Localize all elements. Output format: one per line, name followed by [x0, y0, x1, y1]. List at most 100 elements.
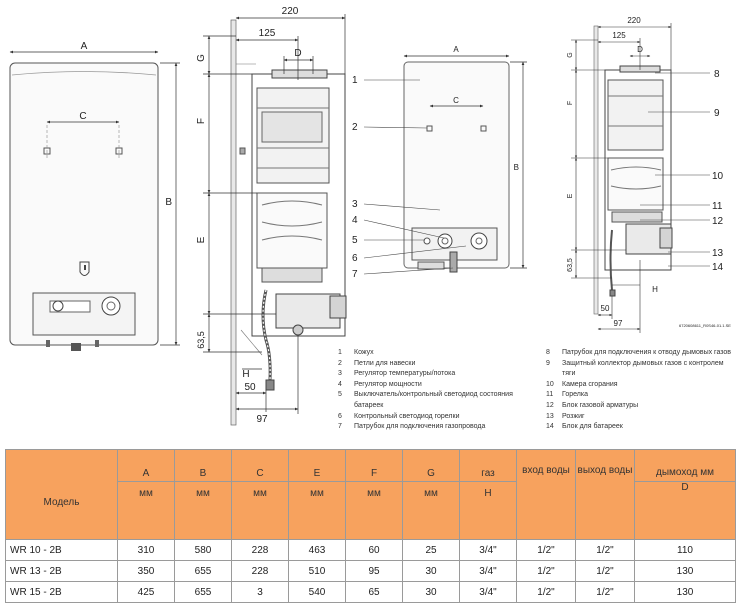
dim-b-small-label: B	[514, 163, 519, 172]
cell: 60	[345, 539, 403, 561]
cell: 1/2"	[516, 539, 576, 561]
front-small-dims	[403, 54, 527, 269]
unit-c: мм	[231, 481, 289, 540]
dim-220-small-label: 220	[627, 16, 641, 25]
dim-e-small-label: E	[567, 193, 574, 198]
cell: 1/2"	[516, 581, 576, 603]
callout-9: 9	[714, 108, 720, 119]
unit-b: мм	[174, 481, 232, 540]
model-cell: WR 15 - 2B	[5, 581, 118, 603]
dim-g-small-label: G	[567, 52, 574, 57]
callout-numbers-left: 1 2 3 4 5 6 7	[352, 75, 358, 280]
cell: 655	[174, 581, 232, 603]
cell: 510	[288, 560, 346, 582]
cell: 30	[402, 581, 460, 603]
table-row: WR 15 - 2B 425 655 3 540 65 30 3/4" 1/2"…	[5, 581, 736, 603]
cell: 3/4"	[459, 581, 517, 603]
dim-635-label: 63,5	[196, 331, 206, 349]
front-view-large	[9, 62, 159, 351]
col-header-gas: газ	[459, 449, 517, 482]
dim-c-small-label: C	[453, 96, 459, 105]
side-section-view-small	[593, 25, 673, 315]
front-view-small	[403, 61, 510, 273]
dim-h-small-label: H	[652, 285, 658, 294]
cell: 25	[402, 539, 460, 561]
table-row: WR 13 - 2B 350 655 228 510 95 30 3/4" 1/…	[5, 560, 736, 582]
unit-a: мм	[117, 481, 175, 540]
dim-e-label: E	[196, 236, 207, 243]
callout-10: 10	[712, 171, 724, 182]
cell: 463	[288, 539, 346, 561]
dim-f-label: F	[196, 118, 207, 124]
dim-b-label: B	[165, 197, 172, 208]
cell: 655	[174, 560, 232, 582]
dim-50-small-label: 50	[601, 304, 610, 313]
cell: 65	[345, 581, 403, 603]
dim-a-label: A	[81, 41, 88, 52]
unit-f: мм	[345, 481, 403, 540]
side-small-dims	[571, 23, 672, 333]
col-header-water-in: вход воды	[516, 449, 576, 540]
callout-8: 8	[714, 69, 720, 80]
callout-11: 11	[712, 201, 723, 212]
model-cell: WR 10 - 2B	[5, 539, 118, 561]
cell: 3/4"	[459, 560, 517, 582]
dim-635-small-label: 63,5	[567, 258, 574, 272]
cell: 3/4"	[459, 539, 517, 561]
callout-4: 4	[352, 215, 358, 226]
cell: 228	[231, 539, 289, 561]
cell: 1/2"	[516, 560, 576, 582]
dim-d-label: D	[294, 48, 301, 59]
cell: 1/2"	[575, 560, 635, 582]
unit-gas: H	[459, 481, 517, 540]
specs-table: Модель A B C E F G газ вход воды выход в…	[5, 449, 736, 603]
side-large-dims	[203, 14, 346, 414]
cell: 3	[231, 581, 289, 603]
cell: 30	[402, 560, 460, 582]
callout-leaders-right	[640, 72, 710, 267]
callout-leaders-left	[363, 79, 467, 275]
dim-f-small-label: F	[567, 101, 574, 105]
cell: 540	[288, 581, 346, 603]
model-header: Модель	[5, 449, 118, 540]
cell: 130	[634, 560, 736, 582]
cell: 130	[634, 581, 736, 603]
col-header-f: F	[345, 449, 403, 482]
dim-d-small-label: D	[637, 45, 643, 54]
side-section-view-large	[230, 19, 347, 426]
unit-flue: D	[634, 481, 736, 540]
col-header-g: G	[402, 449, 460, 482]
unit-g: мм	[402, 481, 460, 540]
callout-3: 3	[352, 199, 358, 210]
dim-h-label: H	[242, 369, 249, 380]
dim-g-label: G	[196, 54, 207, 62]
unit-e: мм	[288, 481, 346, 540]
table-subheader-row: мм мм мм мм мм мм H D	[6, 481, 736, 540]
technical-drawing: A C B	[9, 6, 731, 426]
drawing-code: 6720608611_R0S46-01.1.SE	[679, 323, 731, 328]
model-cell: WR 13 - 2B	[5, 560, 118, 582]
callout-14: 14	[712, 262, 724, 273]
cell: 1/2"	[575, 581, 635, 603]
callout-numbers-right: 8 9 10 11 12 13 14	[712, 69, 724, 273]
col-header-e: E	[288, 449, 346, 482]
table-header-row: Модель A B C E F G газ вход воды выход в…	[5, 449, 736, 540]
col-header-water-out: выход воды	[575, 449, 635, 540]
dim-220-label: 220	[282, 6, 299, 17]
callout-6: 6	[352, 253, 358, 264]
dim-125-label: 125	[259, 28, 276, 39]
dim-125-small-label: 125	[612, 31, 626, 40]
dim-97-small-label: 97	[614, 319, 623, 328]
col-header-flue: дымоход мм	[634, 449, 736, 482]
